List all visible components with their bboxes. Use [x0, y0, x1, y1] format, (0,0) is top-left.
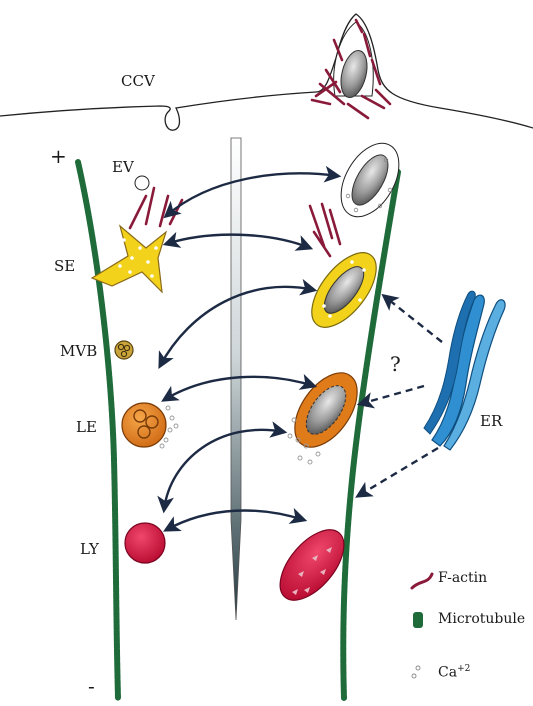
mvb-organelle [115, 341, 133, 359]
mvb-label: MVB [60, 342, 97, 360]
ly-label: LY [80, 540, 99, 558]
plasma-membrane [0, 14, 533, 130]
transport-arrows [160, 173, 338, 530]
legend-calcium-charge: +2 [457, 664, 470, 674]
legend-calcium-text: Ca [438, 665, 457, 681]
ly-organelle [125, 523, 165, 563]
plus-end-label: + [50, 144, 67, 168]
le-label: LE [76, 418, 97, 436]
ev-label: EV [112, 158, 134, 176]
ev-vesicle [135, 176, 149, 190]
legend-factin-label: F-actin [438, 570, 487, 586]
le-organelle [122, 403, 178, 448]
se-label: SE [54, 257, 75, 275]
se-organelle [92, 188, 182, 292]
minus-end-label: - [88, 674, 95, 698]
question-mark: ? [390, 352, 401, 376]
legend-calcium-swatch [412, 666, 420, 678]
arrow-le-to-ly [164, 430, 284, 510]
ccv-label: CCV [121, 72, 155, 90]
legend-microtubule-swatch [413, 612, 423, 628]
legend [412, 574, 432, 678]
legend-factin-swatch [412, 574, 432, 588]
legend-microtubule-label: Microtubule [438, 611, 525, 627]
legend-calcium-label: Ca+2 [438, 664, 470, 681]
right-microtubule [343, 172, 398, 698]
er-label: ER [480, 412, 502, 430]
